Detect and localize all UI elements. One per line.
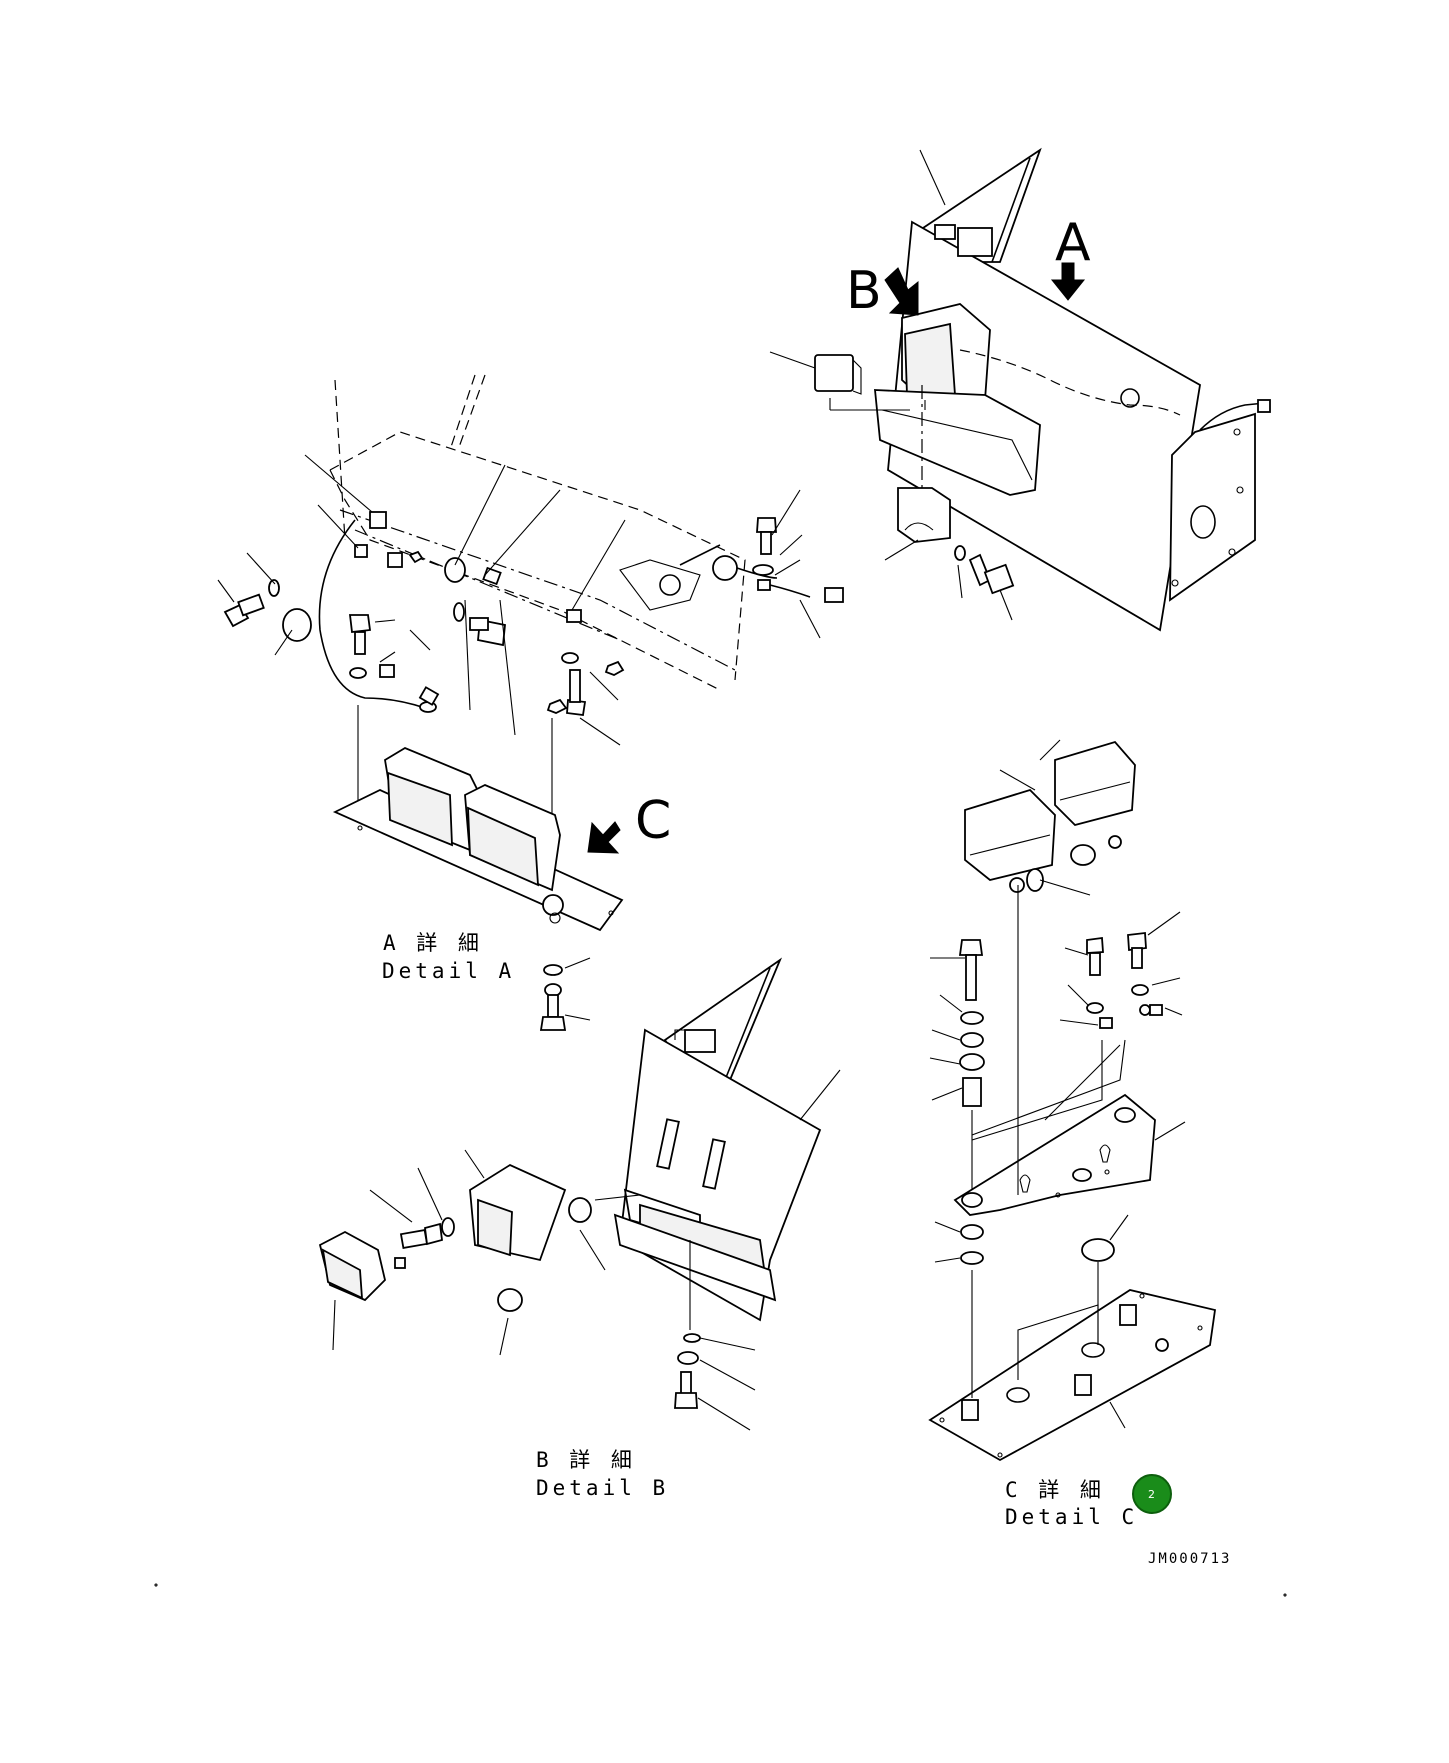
bolt-icon (756, 517, 777, 555)
view-letter-b: B (846, 261, 882, 321)
work-lamp-c-left (964, 788, 1056, 881)
page-badge[interactable]: 2 (1132, 1474, 1172, 1514)
detail-a-caption-en: Detail A (382, 959, 515, 983)
detail-c-view: C 詳 細 Detail C 2 (928, 739, 1217, 1529)
detail-a-caption-jp: A 詳 細 (383, 931, 483, 955)
work-lamp-c-right (1054, 740, 1136, 827)
bolt-icon (566, 669, 587, 717)
arrow-b-icon (884, 267, 919, 316)
main-assembly-view: A B (769, 147, 1271, 632)
view-letter-c: C (635, 791, 671, 851)
detail-c-caption-en: Detail C (1005, 1505, 1138, 1529)
lower-box (897, 487, 951, 543)
bolt-icon (223, 593, 265, 628)
bolt-icon (469, 617, 506, 647)
detail-a-view: C A 詳 細 Detail A (217, 374, 844, 1031)
arrow-c-icon (587, 821, 621, 854)
bolt-icon (348, 614, 372, 655)
detail-c-caption-jp: C 詳 細 (1005, 1478, 1105, 1502)
base-plate-c (928, 1289, 1217, 1462)
detail-b-view: B 詳 細 Detail B (318, 957, 841, 1500)
detail-b-caption-jp: B 詳 細 (536, 1448, 636, 1472)
page-badge-label: 2 (1148, 1488, 1155, 1501)
lamp-bracket-c (953, 1093, 1156, 1216)
arrow-a-icon (1050, 262, 1086, 301)
drawing-number: JM000713 (1148, 1551, 1231, 1567)
detail-b-caption-en: Detail B (536, 1476, 669, 1500)
